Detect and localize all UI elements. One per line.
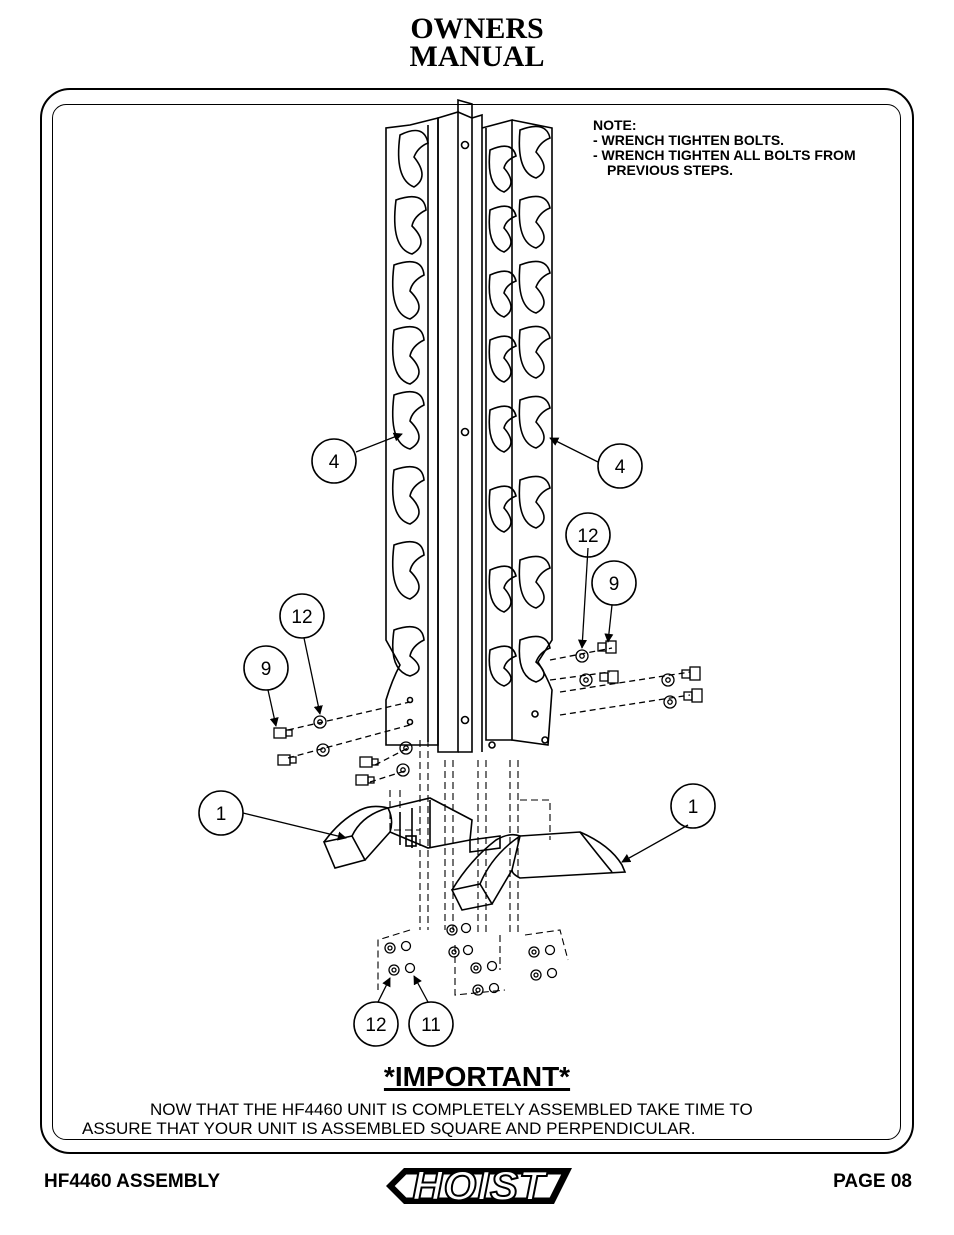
inner-frame <box>52 104 901 1140</box>
important-heading: *IMPORTANT* <box>383 1061 571 1092</box>
outer-frame <box>40 88 914 1154</box>
logo-wordmark: HOIST <box>411 1161 546 1210</box>
left-hardware <box>273 701 413 786</box>
note-line-3: PREVIOUS STEPS. <box>607 162 734 178</box>
callout-1-left: 1 <box>216 804 227 825</box>
right-hardware <box>549 640 703 716</box>
callout-11-bottom: 11 <box>421 1015 441 1036</box>
hoist-logo: HOIST <box>376 1160 582 1212</box>
bottom-hardware <box>384 922 558 996</box>
footer-assembly-label: HF4460 ASSEMBLY <box>44 1171 220 1192</box>
callout-1-right: 1 <box>688 797 699 818</box>
note-title: NOTE: <box>593 117 637 133</box>
right-cradle-column <box>481 118 553 749</box>
center-upright <box>437 98 483 753</box>
important-message-line1: NOW THAT THE HF4460 UNIT IS COMPLETELY A… <box>150 1100 753 1119</box>
note-line-2: - WRENCH TIGHTEN ALL BOLTS FROM <box>593 147 856 163</box>
callout-circles <box>198 438 716 1047</box>
manual-title-line2: MANUAL <box>409 40 545 73</box>
assembly-note: NOTE: - WRENCH TIGHTEN BOLTS. - WRENCH T… <box>593 118 903 178</box>
footer-page-number: PAGE 08 <box>833 1171 912 1192</box>
callout-12-bottom: 12 <box>365 1015 386 1036</box>
note-line-1: - WRENCH TIGHTEN BOLTS. <box>593 132 785 148</box>
callout-9-right: 9 <box>609 574 620 595</box>
important-message-line2: ASSURE THAT YOUR UNIT IS ASSEMBLED SQUAR… <box>82 1119 696 1138</box>
callout-4-right: 4 <box>615 457 626 478</box>
callout-12-left: 12 <box>291 607 312 628</box>
logo-diamond-icon <box>386 1168 572 1204</box>
callout-4-left: 4 <box>329 452 340 473</box>
base-brackets <box>322 797 627 911</box>
callout-12-right: 12 <box>577 526 598 547</box>
bolt-guide-lines <box>377 740 569 996</box>
callout-leaders <box>242 432 689 1003</box>
left-cradle-column <box>385 116 439 746</box>
callout-9-left: 9 <box>261 659 272 680</box>
manual-title-line1: OWNERS <box>410 12 544 45</box>
